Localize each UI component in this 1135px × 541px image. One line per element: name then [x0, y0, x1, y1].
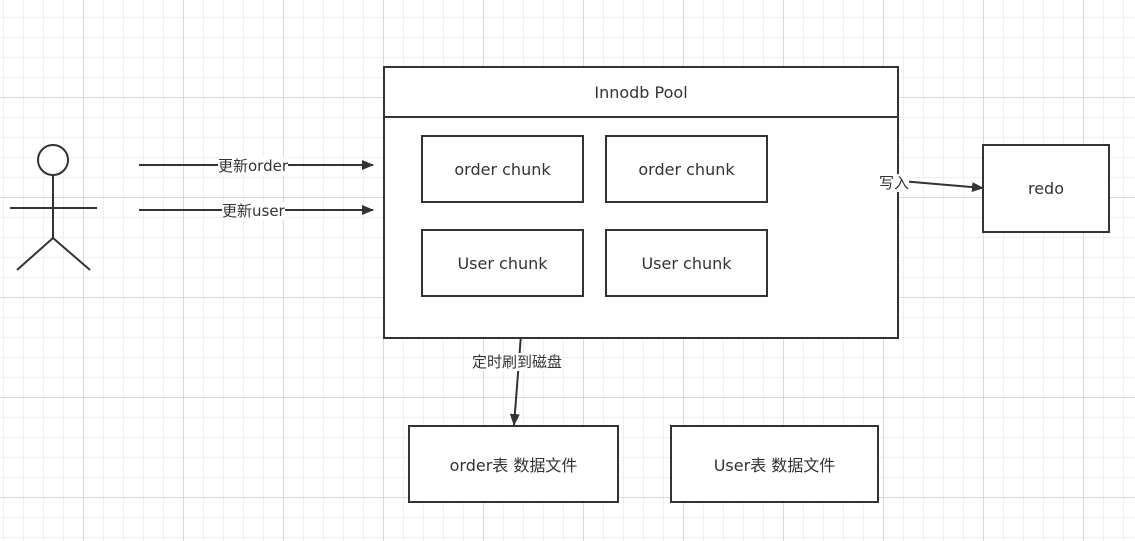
user-chunk-2: User chunk [605, 229, 768, 297]
user-chunk-1: User chunk [421, 229, 584, 297]
order-chunk-2: order chunk [605, 135, 768, 203]
update-user-label: 更新user [222, 202, 285, 220]
actor-figure [10, 144, 97, 271]
write-label: 写入 [879, 174, 910, 192]
user-table-data-file: User表 数据文件 [670, 425, 879, 503]
pool-title: Innodb Pool [385, 68, 897, 118]
redo-box: redo [982, 144, 1110, 233]
order-chunk-1: order chunk [421, 135, 584, 203]
order-table-data-file: order表 数据文件 [408, 425, 619, 503]
flush-to-disk-label: 定时刷到磁盘 [472, 353, 563, 371]
update-order-label: 更新order [218, 157, 288, 175]
